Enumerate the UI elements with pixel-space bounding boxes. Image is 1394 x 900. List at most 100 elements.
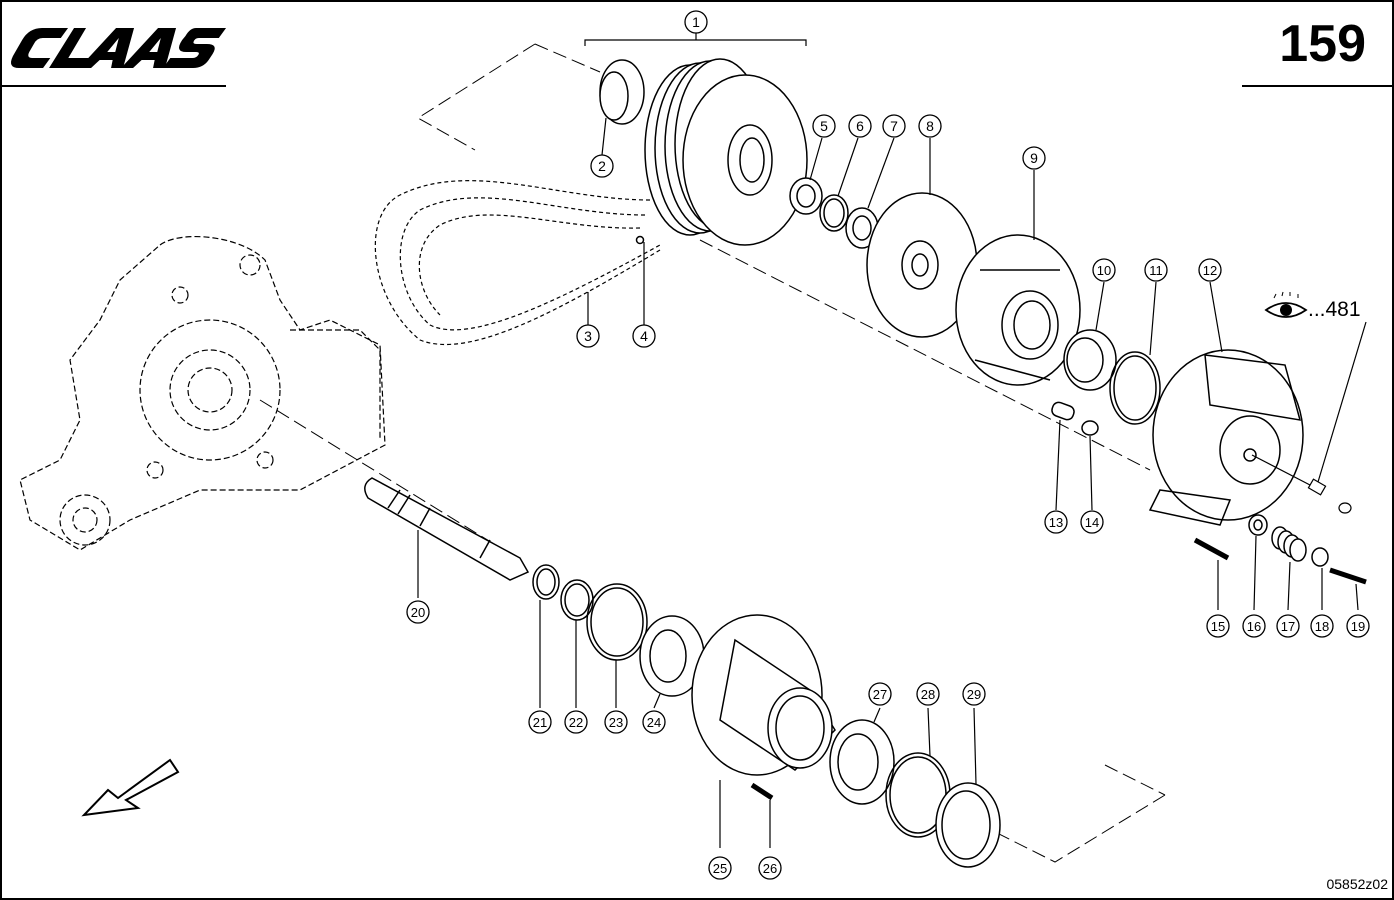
part-oring-11 bbox=[1109, 351, 1161, 425]
part-hub-25 bbox=[691, 614, 836, 776]
callout-15[interactable]: 15 bbox=[1206, 614, 1230, 638]
part-bolt-19 bbox=[1329, 567, 1367, 585]
callout-22[interactable]: 22 bbox=[564, 710, 588, 734]
callout-label: 19 bbox=[1351, 619, 1365, 634]
part-ring-2 bbox=[599, 59, 645, 125]
callout-29[interactable]: 29 bbox=[962, 682, 986, 706]
callout-circle bbox=[604, 710, 628, 734]
callout-label: 17 bbox=[1281, 619, 1295, 634]
callout-label: 2 bbox=[598, 158, 606, 174]
callout-label: 11 bbox=[1149, 263, 1163, 278]
callout-label: 20 bbox=[411, 605, 425, 620]
callout-circle bbox=[528, 710, 552, 734]
callout-11[interactable]: 11 bbox=[1144, 258, 1168, 282]
callout-24[interactable]: 24 bbox=[642, 710, 666, 734]
callout-1[interactable]: 1 bbox=[684, 10, 708, 34]
part-shaft-20 bbox=[364, 477, 530, 581]
callout-circle bbox=[1198, 258, 1222, 282]
part-bearing-10 bbox=[1063, 329, 1117, 391]
callout-circle bbox=[916, 682, 940, 706]
claas-logo bbox=[11, 28, 227, 68]
callout-20[interactable]: 20 bbox=[406, 600, 430, 624]
callout-circle bbox=[564, 710, 588, 734]
leader-lines bbox=[417, 32, 1367, 848]
callout-label: 7 bbox=[890, 118, 898, 134]
callout-label: 24 bbox=[647, 715, 661, 730]
part-circlip-6 bbox=[819, 194, 849, 232]
callout-3[interactable]: 3 bbox=[576, 324, 600, 348]
callout-19[interactable]: 19 bbox=[1346, 614, 1370, 638]
part-flange-9 bbox=[955, 234, 1081, 386]
callout-16[interactable]: 16 bbox=[1242, 614, 1266, 638]
callout-26[interactable]: 26 bbox=[758, 856, 782, 880]
part-grease-nipple bbox=[1251, 454, 1352, 514]
callout-circle bbox=[962, 682, 986, 706]
callout-27[interactable]: 27 bbox=[868, 682, 892, 706]
callout-circle bbox=[632, 324, 656, 348]
callout-circle bbox=[684, 10, 708, 34]
callout-label: 15 bbox=[1211, 619, 1225, 634]
callout-12[interactable]: 12 bbox=[1198, 258, 1222, 282]
direction-arrow-icon bbox=[81, 758, 180, 817]
part-pulley-1 bbox=[635, 58, 808, 246]
callout-circle bbox=[576, 324, 600, 348]
callout-label: 16 bbox=[1247, 619, 1261, 634]
part-bearing-27 bbox=[829, 719, 895, 805]
callout-circle bbox=[708, 856, 732, 880]
callout-label: 4 bbox=[640, 328, 648, 344]
callout-label: 1 bbox=[692, 14, 700, 30]
part-bushing-13 bbox=[1051, 401, 1075, 421]
callout-14[interactable]: 14 bbox=[1080, 510, 1104, 534]
callout-23[interactable]: 23 bbox=[604, 710, 628, 734]
part-screw-26 bbox=[750, 782, 774, 801]
drawing-code: 05852z02 bbox=[1326, 876, 1388, 892]
callout-circle bbox=[758, 856, 782, 880]
callout-circle bbox=[812, 114, 836, 138]
callout-label: 27 bbox=[873, 687, 887, 702]
callout-circle bbox=[848, 114, 872, 138]
callout-label: 22 bbox=[569, 715, 583, 730]
callout-label: 9 bbox=[1030, 150, 1038, 166]
part-nipple-4 bbox=[635, 235, 645, 245]
callout-7[interactable]: 7 bbox=[882, 114, 906, 138]
callout-label: 6 bbox=[856, 118, 864, 134]
cross-reference[interactable]: ...481 bbox=[1308, 298, 1361, 321]
callout-circle bbox=[642, 710, 666, 734]
callout-5[interactable]: 5 bbox=[812, 114, 836, 138]
callout-circle bbox=[868, 682, 892, 706]
callout-circle bbox=[590, 154, 614, 178]
callout-25[interactable]: 25 bbox=[708, 856, 732, 880]
part-circlip-22 bbox=[560, 579, 594, 621]
callout-circle bbox=[1310, 614, 1334, 638]
callout-label: 26 bbox=[763, 861, 777, 876]
callout-label: 14 bbox=[1085, 515, 1099, 530]
callout-4[interactable]: 4 bbox=[632, 324, 656, 348]
callout-2[interactable]: 2 bbox=[590, 154, 614, 178]
callout-18[interactable]: 18 bbox=[1310, 614, 1334, 638]
callout-6[interactable]: 6 bbox=[848, 114, 872, 138]
page-number: 159 bbox=[1279, 15, 1366, 73]
callout-10[interactable]: 10 bbox=[1092, 258, 1116, 282]
callout-label: 3 bbox=[584, 328, 592, 344]
callout-label: 13 bbox=[1049, 515, 1063, 530]
callout-28[interactable]: 28 bbox=[916, 682, 940, 706]
callout-label: 5 bbox=[820, 118, 828, 134]
part-disc-8 bbox=[866, 192, 978, 338]
callout-13[interactable]: 13 bbox=[1044, 510, 1068, 534]
part-seal-5 bbox=[789, 177, 823, 215]
callout-8[interactable]: 8 bbox=[918, 114, 942, 138]
part-circlip-21 bbox=[532, 564, 560, 600]
callout-label: 18 bbox=[1315, 619, 1329, 634]
callout-label: 28 bbox=[921, 687, 935, 702]
part-bolt-15 bbox=[1193, 537, 1230, 561]
callout-17[interactable]: 17 bbox=[1276, 614, 1300, 638]
part-washer-16 bbox=[1248, 514, 1268, 536]
callout-label: 25 bbox=[713, 861, 727, 876]
callout-circle bbox=[918, 114, 942, 138]
callout-circle bbox=[1092, 258, 1116, 282]
callout-21[interactable]: 21 bbox=[528, 710, 552, 734]
callout-label: 12 bbox=[1203, 263, 1217, 278]
callout-9[interactable]: 9 bbox=[1022, 146, 1046, 170]
gear-housing bbox=[19, 235, 386, 551]
